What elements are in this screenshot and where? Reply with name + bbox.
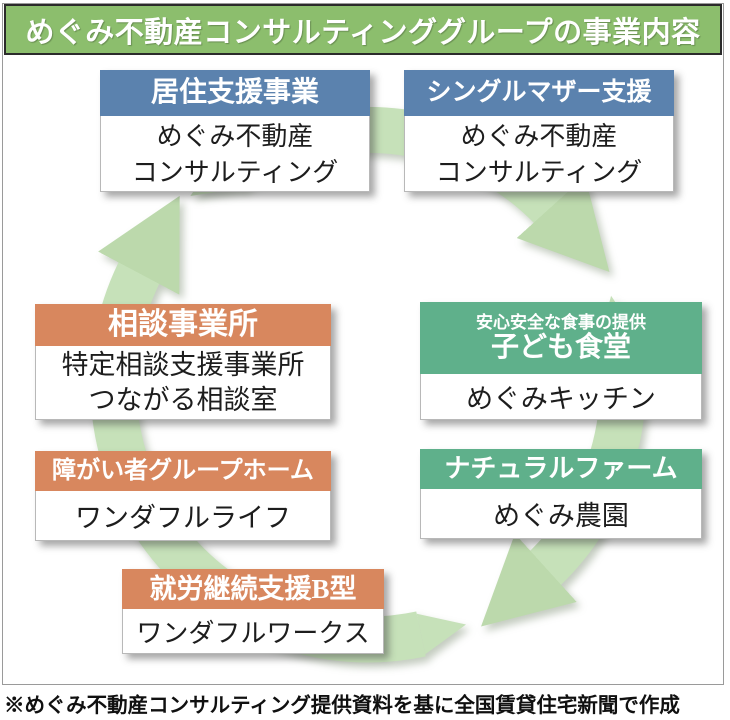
box-body-line: めぐみキッチン [466, 384, 656, 414]
box-body-line: ワンダフルライフ [75, 503, 291, 533]
box-header-label: シングルマザー支援 [426, 79, 652, 106]
page-title: めぐみ不動産コンサルティンググループの事業内容 [25, 16, 701, 49]
box-body-line: めぐみ不動産 [156, 120, 314, 151]
box-body: ワンダフルライフ [35, 491, 331, 541]
box-body-line: コンサルティング [435, 156, 643, 187]
box-housing-support: 居住支援事業 めぐみ不動産 コンサルティング [100, 70, 370, 192]
box-body: めぐみ農園 [420, 489, 702, 539]
box-disability-group-home: 障がい者グループホーム ワンダフルライフ [35, 451, 331, 541]
box-header-sublabel: 安心安全な食事の提供 [476, 312, 646, 332]
source-note: ※めぐみ不動産コンサルティング提供資料を基に全国賃貸住宅新聞で作成 [4, 694, 680, 717]
box-body-line: めぐみ農園 [493, 501, 629, 531]
box-header-label: 就労継続支援B型 [149, 573, 357, 604]
box-body: ワンダフルワークス [122, 609, 384, 654]
box-header-label: 障がい者グループホーム [52, 457, 314, 484]
box-header: 居住支援事業 [100, 70, 370, 116]
box-body-line: ワンダフルワークス [136, 617, 370, 648]
box-single-mother-support: シングルマザー支援 めぐみ不動産 コンサルティング [404, 70, 674, 192]
page-title-bar: めぐみ不動産コンサルティンググループの事業内容 [4, 4, 722, 55]
box-header-label: 子ども食堂 [490, 331, 631, 363]
box-header: 相談事業所 [35, 304, 331, 346]
box-body-line: めぐみ不動産 [460, 120, 618, 151]
box-body-line: つながる相談室 [88, 384, 278, 415]
box-body: 特定相談支援事業所 つながる相談室 [35, 346, 331, 420]
box-header: シングルマザー支援 [404, 70, 674, 116]
box-consultation-office: 相談事業所 特定相談支援事業所 つながる相談室 [35, 304, 331, 420]
box-body-line: 特定相談支援事業所 [61, 349, 305, 380]
box-body: めぐみ不動産 コンサルティング [404, 116, 674, 192]
box-natural-farm: ナチュラルファーム めぐみ農園 [420, 449, 702, 539]
box-header-label: ナチュラルファーム [444, 454, 678, 484]
box-header-label: 居住支援事業 [150, 77, 319, 109]
box-kodomo-shokudo: 安心安全な食事の提供 子ども食堂 めぐみキッチン [420, 302, 702, 420]
box-body-line: コンサルティング [131, 156, 339, 187]
box-body: めぐみ不動産 コンサルティング [100, 116, 370, 192]
box-header-label: 相談事業所 [108, 308, 258, 342]
box-header: 安心安全な食事の提供 子ども食堂 [420, 302, 702, 374]
box-header: ナチュラルファーム [420, 449, 702, 489]
box-header: 就労継続支援B型 [122, 569, 384, 609]
box-header: 障がい者グループホーム [35, 451, 331, 491]
box-body: めぐみキッチン [420, 374, 702, 420]
box-employment-support-b: 就労継続支援B型 ワンダフルワークス [122, 569, 384, 654]
